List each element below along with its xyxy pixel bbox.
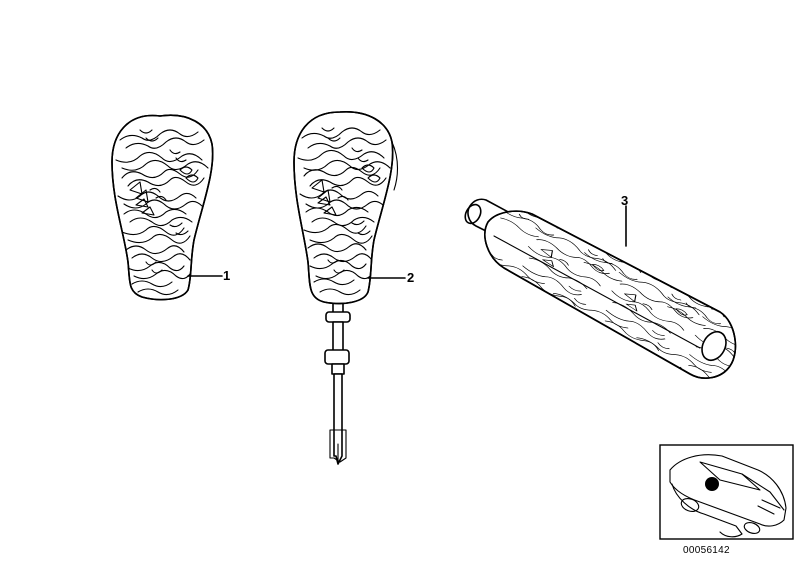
car-outline-icon bbox=[669, 454, 787, 538]
vehicle-locator-inset bbox=[659, 444, 794, 540]
callout-label-1: 1 bbox=[223, 268, 231, 283]
location-marker-icon bbox=[705, 477, 719, 491]
diagram-number: 00056142 bbox=[683, 545, 730, 556]
part-3-handle-grip bbox=[464, 198, 737, 379]
part-1-gear-knob bbox=[111, 114, 223, 301]
part-2-shaft bbox=[324, 299, 351, 465]
part-3-end-bore bbox=[701, 330, 727, 362]
callout-label-3: 3 bbox=[621, 193, 629, 208]
callout-label-2: 2 bbox=[407, 270, 415, 285]
part-2-gear-knob-with-shaft bbox=[293, 111, 406, 465]
